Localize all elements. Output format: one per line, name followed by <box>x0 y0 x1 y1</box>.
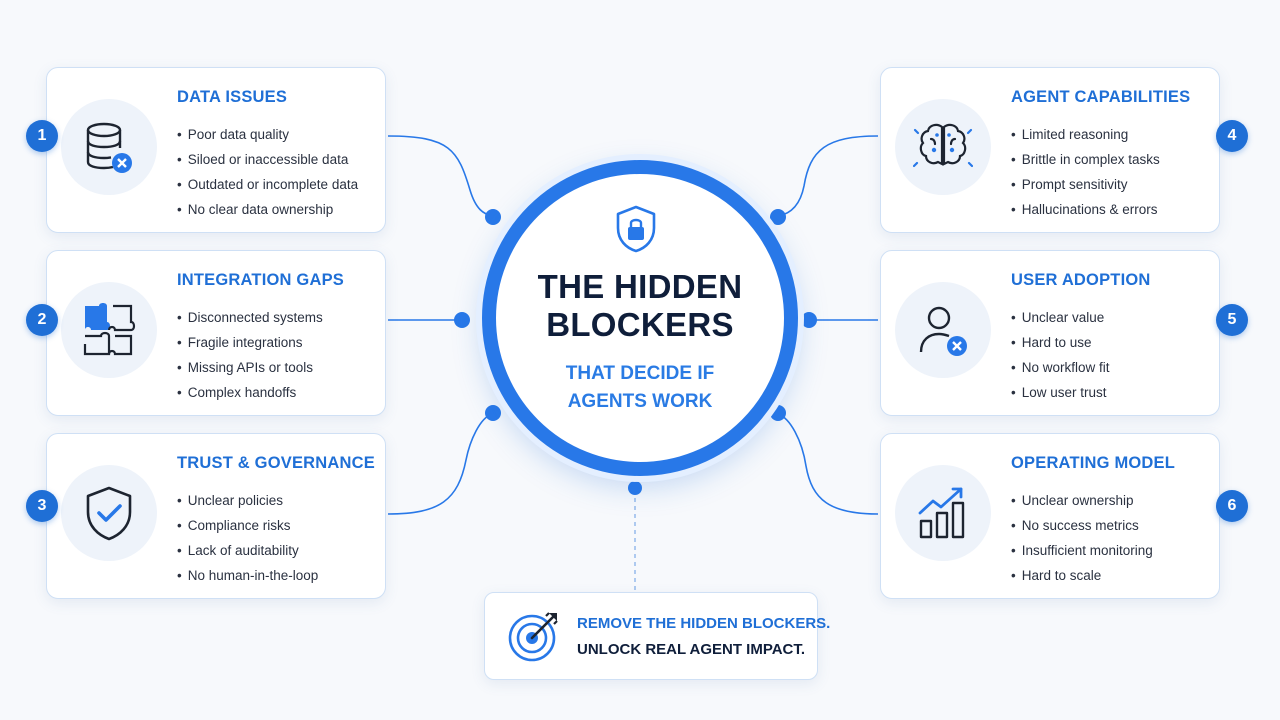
card-user-adoption: USER ADOPTION Unclear value Hard to use … <box>880 250 1220 416</box>
list-item: Fragile integrations <box>177 330 323 355</box>
user-x-icon <box>919 306 967 356</box>
bullet-list: Unclear ownership No success metrics Ins… <box>1011 488 1153 588</box>
callout-box: REMOVE THE HIDDEN BLOCKERS. UNLOCK REAL … <box>484 592 830 680</box>
list-item: Lack of auditability <box>177 538 318 563</box>
list-item: Missing APIs or tools <box>177 355 323 380</box>
list-item: No human-in-the-loop <box>177 563 319 588</box>
list-item: Unclear ownership <box>1011 488 1153 513</box>
connector-4 <box>777 135 879 217</box>
bullet-list: Unclear value Hard to use No workflow fi… <box>1011 305 1110 405</box>
list-item: Prompt sensitivity <box>1011 172 1160 197</box>
card-title: USER ADOPTION <box>1011 271 1151 289</box>
card-title: DATA ISSUES <box>177 88 288 106</box>
connector-1 <box>387 135 493 217</box>
target-arrow-icon <box>508 612 558 662</box>
node-dot-5 <box>801 312 817 328</box>
database-x-icon <box>86 122 132 173</box>
list-item: Hard to use <box>1011 330 1110 355</box>
list-item: Hard to scale <box>1011 563 1153 588</box>
shield-lock-icon <box>616 205 656 253</box>
growth-chart-icon <box>918 487 965 539</box>
list-item: Siloed or inaccessible data <box>177 147 358 172</box>
hub-title: THE HIDDEN BLOCKERS <box>500 268 780 344</box>
card-data-issues: DATA ISSUES Poor data quality Siloed or … <box>46 67 386 233</box>
bullet-list: Limited reasoning Brittle in complex tas… <box>1011 122 1160 222</box>
callout-line2: UNLOCK REAL AGENT IMPACT. <box>577 641 806 658</box>
card-operating-model: OPERATING MODEL Unclear ownership No suc… <box>880 433 1220 599</box>
shield-check-icon <box>86 486 132 541</box>
list-item: No success metrics <box>1011 513 1153 538</box>
hub-halo <box>479 158 801 480</box>
brain-icon <box>913 123 973 168</box>
hub-subtitle-line2: AGENTS WORK <box>567 391 713 412</box>
connector-6 <box>777 413 879 515</box>
hub-title-line1: THE HIDDEN <box>537 268 743 305</box>
list-item: No workflow fit <box>1011 355 1110 380</box>
list-item: Compliance risks <box>177 513 318 538</box>
number-badge-1: 1 <box>26 120 58 152</box>
icon-disc <box>895 282 991 378</box>
number-badge-6: 6 <box>1216 490 1248 522</box>
list-item: Unclear policies <box>177 488 318 513</box>
icon-disc <box>895 99 991 195</box>
hub-subtitle: THAT DECIDE IF AGENTS WORK <box>520 360 760 416</box>
card-agent-capabilities: AGENT CAPABILITIES Limited reasoning Bri… <box>880 67 1220 233</box>
list-item: Poor data quality <box>177 122 358 147</box>
card-title: INTEGRATION GAPS <box>177 271 344 289</box>
bullet-list: Unclear policies Compliance risks Lack o… <box>177 488 319 588</box>
number-badge-3: 3 <box>26 490 58 522</box>
icon-disc <box>61 465 157 561</box>
card-title: AGENT CAPABILITIES <box>1011 88 1191 106</box>
node-dot-1 <box>485 209 501 225</box>
card-trust-governance: TRUST & GOVERNANCE Unclear policies Comp… <box>46 433 386 599</box>
icon-disc <box>895 465 991 561</box>
list-item: No clear data ownership <box>177 197 358 222</box>
node-dot-3 <box>485 405 501 421</box>
list-item: Low user trust <box>1011 380 1110 405</box>
list-item: Limited reasoning <box>1011 122 1160 147</box>
number-badge-5: 5 <box>1216 304 1248 336</box>
list-item: Disconnected systems <box>177 305 323 330</box>
connector-3 <box>387 413 493 515</box>
node-dot-bottom <box>628 481 642 495</box>
list-item: Hallucinations & errors <box>1011 197 1160 222</box>
list-item: Insufficient monitoring <box>1011 538 1153 563</box>
callout-line1: REMOVE THE HIDDEN BLOCKERS. <box>577 615 831 632</box>
number-badge-2: 2 <box>26 304 58 336</box>
hub-title-line2: BLOCKERS <box>546 306 734 343</box>
bullet-list: Poor data quality Siloed or inaccessible… <box>177 122 358 222</box>
card-title: TRUST & GOVERNANCE <box>177 454 375 472</box>
number-badge-4: 4 <box>1216 120 1248 152</box>
list-item: Outdated or incomplete data <box>177 172 358 197</box>
bullet-list: Disconnected systems Fragile integration… <box>177 305 323 405</box>
node-dot-2 <box>454 312 470 328</box>
list-item: Unclear value <box>1011 305 1110 330</box>
card-integration-gaps: INTEGRATION GAPS Disconnected systems Fr… <box>46 250 386 416</box>
node-dot-4 <box>770 209 786 225</box>
list-item: Brittle in complex tasks <box>1011 147 1160 172</box>
hub-subtitle-line1: THAT DECIDE IF <box>565 363 715 384</box>
puzzle-icon <box>83 303 136 356</box>
card-title: OPERATING MODEL <box>1011 454 1176 472</box>
list-item: Complex handoffs <box>177 380 323 405</box>
icon-disc <box>61 99 157 195</box>
icon-disc <box>61 282 157 378</box>
